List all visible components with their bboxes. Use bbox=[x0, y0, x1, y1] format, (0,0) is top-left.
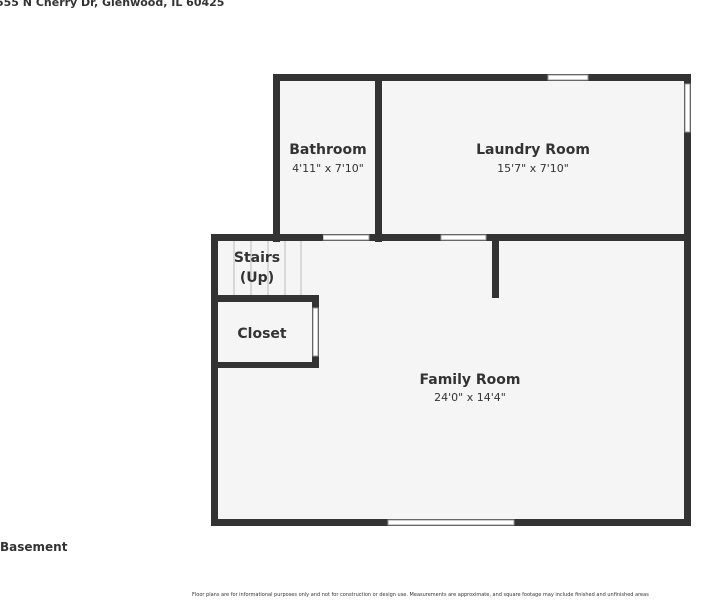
laundry-dims: 15'7" x 7'10" bbox=[497, 162, 569, 175]
closet-name: Closet bbox=[237, 326, 287, 342]
floor-laundry bbox=[382, 80, 685, 235]
family-room-dims: 24'0" x 14'4" bbox=[434, 391, 506, 404]
family-room-name: Family Room bbox=[420, 372, 521, 388]
laundry-name: Laundry Room bbox=[476, 142, 590, 158]
floor-label: Basement bbox=[0, 540, 68, 554]
bathroom-name: Bathroom bbox=[289, 142, 367, 158]
property-address: 555 N Cherry Dr, Glenwood, IL 60425 bbox=[0, 0, 225, 9]
door-laundry bbox=[440, 234, 487, 241]
window-laundry-right bbox=[684, 83, 691, 133]
stairs-name-line1: Stairs bbox=[234, 250, 280, 266]
floor-family-room bbox=[217, 240, 685, 520]
stairs-name-line2: (Up) bbox=[240, 270, 274, 286]
disclaimer-text: Floor plans are for informational purpos… bbox=[192, 592, 649, 598]
stairs-treads bbox=[233, 241, 302, 295]
bathroom-dims: 4'11" x 7'10" bbox=[292, 162, 364, 175]
door-closet bbox=[312, 307, 319, 357]
door-bathroom bbox=[322, 234, 370, 241]
floor-bathroom bbox=[279, 80, 376, 235]
window-laundry-top bbox=[547, 74, 589, 81]
window-family-bottom bbox=[387, 519, 515, 526]
